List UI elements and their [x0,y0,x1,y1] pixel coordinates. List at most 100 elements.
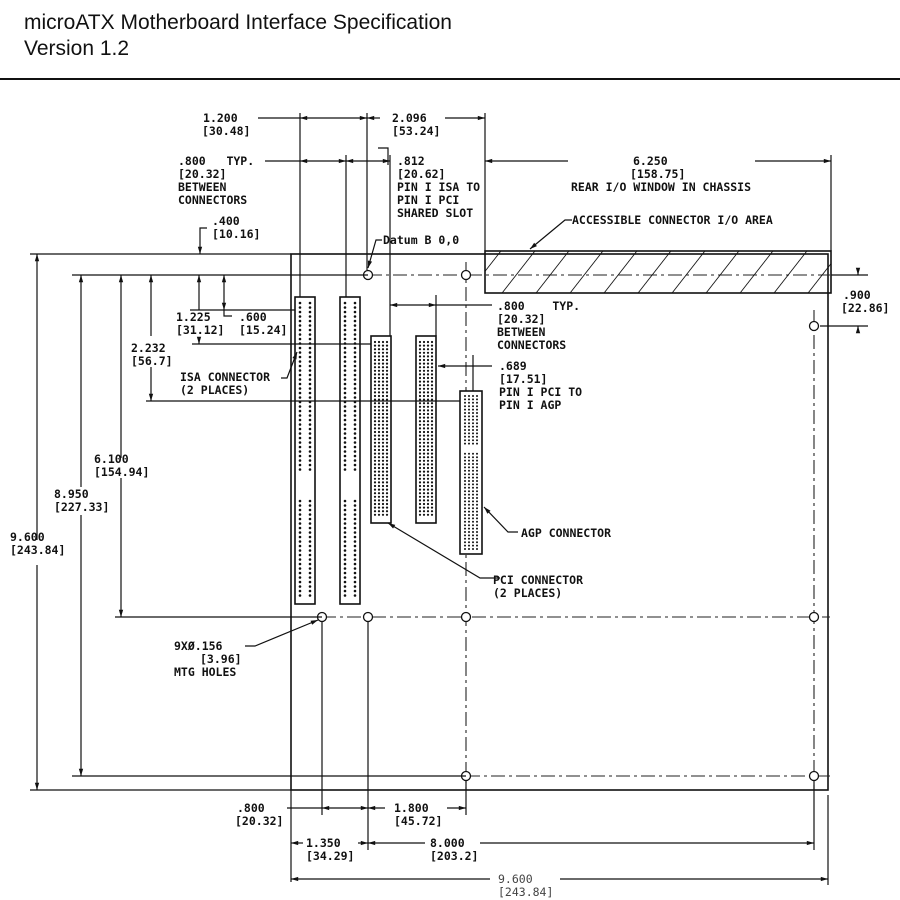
connector-pin [353,589,357,593]
connector-pin [418,510,422,513]
connector-pin [464,435,466,438]
connector-pin [373,488,377,491]
dim-9600-left: 9.600 [10,530,45,544]
connector-pin [472,493,474,496]
connector-pin [377,499,381,502]
connector-pin [464,401,466,404]
connector-pin [308,387,312,390]
connector-pin [381,470,385,473]
connector-pin [426,384,430,387]
mounting-hole [808,770,820,782]
connector-pin [381,380,385,383]
connector-pin [298,418,302,422]
connector-pin [377,344,381,347]
connector-pin [381,488,385,491]
connector-pin [464,412,466,414]
connector-pin [468,541,470,544]
connector-pin [353,409,357,413]
connector-pin [373,452,377,455]
connector-pin [418,358,422,362]
connector-pin [468,527,470,530]
connector-pin [430,412,434,416]
connector-pin [385,366,389,369]
connector-pin [472,432,474,435]
connector-pin [343,382,347,386]
connector-pin [298,468,302,471]
connector-pin [418,452,422,455]
connector-pin [377,456,381,459]
connector-pin [385,481,389,484]
connector-pin [381,430,385,434]
holes-callout-l3: MTG HOLES [174,665,236,679]
connector-pin [385,445,389,448]
connector-pin [298,373,302,377]
connector-pin [476,497,478,499]
connector-pin [381,484,385,488]
connector-pin [298,535,302,539]
connector-pin [430,366,434,369]
connector-pin [418,405,422,408]
connector-pin [426,434,430,437]
connector-pin [308,526,312,530]
connector-pin [430,398,434,401]
connector-pin [385,355,389,358]
connector-pin [381,499,385,502]
connector-pin [418,441,422,444]
connector-pin [464,520,466,523]
connector-pin [353,535,357,539]
connector-pin [472,466,474,469]
connector-pin [418,445,422,448]
connector-pin [418,448,422,452]
connector-pin [468,490,470,493]
connector-pin [385,420,389,423]
connector-pin [298,436,302,440]
connector-pin [464,476,466,479]
connector-pin [353,553,357,557]
connector-pin [472,398,474,401]
connector-pin [298,405,302,408]
connector-pin [426,402,430,405]
connector-pin [308,562,312,566]
connector-pin [373,470,377,473]
connector-pin [298,337,302,341]
connector-pin [308,585,312,588]
connector-pin [353,346,357,350]
connector-pin [353,373,357,377]
connector-pin [476,422,478,425]
connector-pin [381,495,385,498]
connector-pin [385,430,389,434]
connector-pin [353,364,357,368]
connector-pin [373,481,377,484]
connector-pin [430,362,434,365]
connector-pin [381,358,385,362]
connector-pin [373,373,377,376]
connector-pin [464,500,466,503]
connector-pin [472,408,474,411]
connector-pin [373,423,377,426]
connector-pin [298,427,302,431]
connector-pin [308,544,312,548]
connector-pin [373,477,377,480]
connector-pin [464,503,466,506]
connector-pin [377,366,381,369]
connector-pin [468,486,470,489]
connector-pin [308,445,312,449]
connector-pin [476,503,478,506]
connector-pin [377,355,381,358]
connector-pin [308,306,312,309]
connector-pin [422,470,426,473]
connector-pin [430,502,434,506]
connector-pin [353,328,357,332]
connector-pin [476,432,478,435]
connector-pin [426,502,430,506]
connector-pin [308,508,312,512]
connector-pin [430,499,434,502]
connector-pin [343,513,347,516]
connector-pin [422,355,426,358]
connector-pin [418,481,422,484]
connector-pin [381,492,385,495]
connector-pin [373,416,377,419]
io-area-label: ACCESSIBLE CONNECTOR I/O AREA [572,213,773,227]
isa-connector-1 [294,296,316,605]
